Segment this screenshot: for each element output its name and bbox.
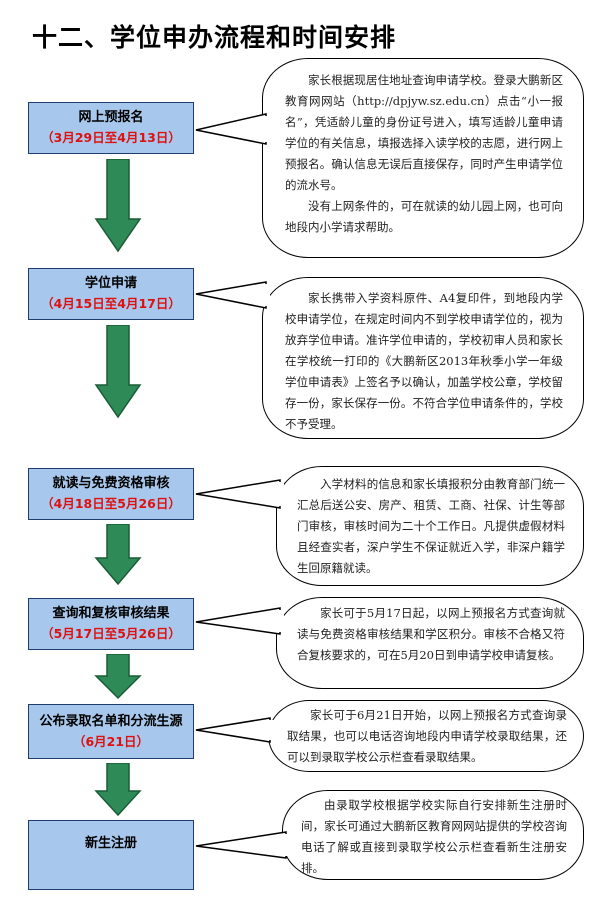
step-name: 查询和复核审核结果 — [52, 606, 170, 621]
step-name: 网上预报名 — [78, 110, 144, 125]
step-online-preregistration: 网上预报名 （3月29日至4月13日） — [28, 102, 194, 154]
step-date: （4月18日至5月26日） — [41, 496, 181, 511]
down-arrow-icon — [94, 325, 142, 419]
note-paragraph: 家长携带入学资料原件、A4复印件，到地段内学校申请学位，在规定时间内不到学校申请… — [285, 291, 563, 431]
note-paragraph: 家长可于6月21日开始，以网上预报名方式查询录取结果，也可以电话咨询地段内申请学… — [287, 708, 567, 764]
callout-pointer — [195, 479, 284, 509]
step-date: （3月29日至4月13日） — [41, 130, 181, 145]
note-paragraph: 家长可于5月17日起，以网上预报名方式查询就读与免费资格审核结果和学区积分。审核… — [297, 606, 565, 662]
callout-pointer — [195, 281, 270, 309]
callout-review-note: 入学材料的信息和家长填报积分由教育部门统一汇总后送公安、房产、租赁、工商、社保、… — [276, 466, 584, 586]
callout-pointer — [195, 831, 290, 859]
step-eligibility-review: 就读与免费资格审核 （4月18日至5月26日） — [28, 468, 194, 520]
step-place-application: 学位申请 （4月15日至4月17日） — [28, 268, 194, 320]
callout-pointer — [195, 607, 284, 635]
step-name: 公布录取名单和分流生源 — [39, 714, 183, 729]
down-arrow-icon — [94, 524, 142, 586]
step-name: 就读与免费资格审核 — [52, 476, 170, 491]
step-new-student-registration: 新生注册 — [28, 820, 194, 890]
callout-query-note: 家长可于5月17日起，以网上预报名方式查询就读与免费资格审核结果和学区积分。审核… — [276, 597, 584, 689]
callout-preregistration-note: 家长根据现居住地址查询申请学校。登录大鹏新区教育网网站（http://dpjyw… — [262, 58, 584, 258]
step-name: 新生注册 — [84, 836, 137, 851]
step-date: （4月15日至4月17日） — [41, 296, 181, 311]
note-paragraph: 由录取学校根据学校实际自行安排新生注册时间，家长可通过大鹏新区教育网网站提供的学… — [301, 798, 567, 875]
down-arrow-icon — [94, 654, 142, 700]
callout-registration-note: 由录取学校根据学校实际自行安排新生注册时间，家长可通过大鹏新区教育网网站提供的学… — [282, 790, 584, 880]
step-date: （5月17日至5月26日） — [41, 626, 181, 641]
note-paragraph: 没有上网条件的，可在就读的幼儿园上网，也可向地段内小学请求帮助。 — [285, 199, 563, 234]
step-date: （6月21日） — [72, 734, 150, 749]
step-name: 学位申请 — [84, 276, 137, 291]
down-arrow-icon — [94, 159, 142, 253]
note-paragraph: 家长根据现居住地址查询申请学校。登录大鹏新区教育网网站（http://dpjyw… — [285, 73, 563, 192]
step-query-and-recheck: 查询和复核审核结果 （5月17日至5月26日） — [28, 598, 194, 650]
callout-admission-note: 家长可于6月21日开始，以网上预报名方式查询录取结果，也可以电话咨询地段内申请学… — [268, 700, 584, 772]
callout-application-note: 家长携带入学资料原件、A4复印件，到地段内学校申请学位，在规定时间内不到学校申请… — [262, 277, 584, 439]
callout-pointer — [195, 113, 270, 145]
callout-pointer — [195, 717, 274, 743]
page-title: 十二、学位申办流程和时间安排 — [32, 23, 397, 52]
down-arrow-icon — [94, 763, 142, 817]
step-admission-announcement: 公布录取名单和分流生源 （6月21日） — [28, 704, 194, 759]
note-paragraph: 入学材料的信息和家长填报积分由教育部门统一汇总后送公安、房产、租赁、工商、社保、… — [297, 477, 565, 575]
